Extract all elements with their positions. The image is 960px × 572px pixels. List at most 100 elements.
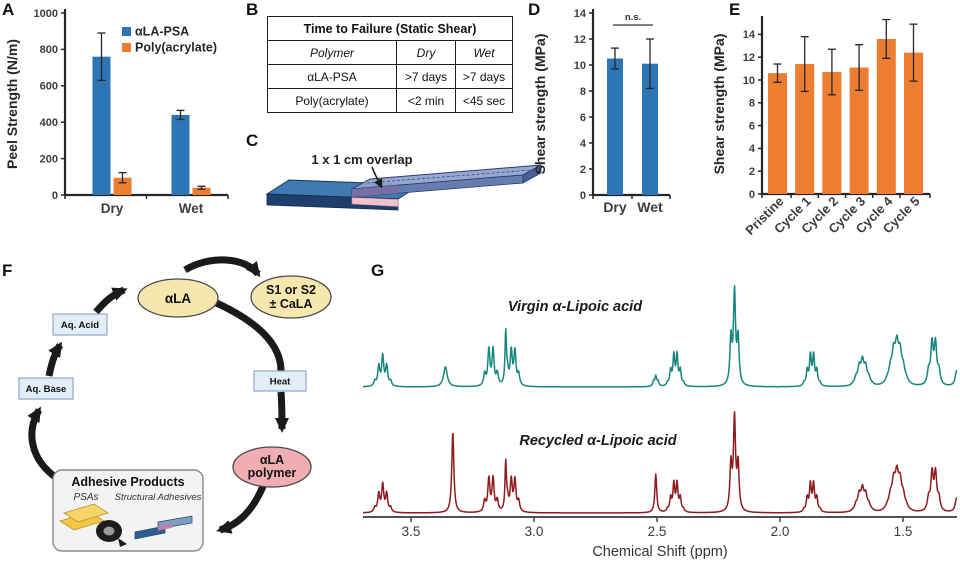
y-tick-label: 14 (574, 8, 587, 20)
bar (192, 187, 211, 195)
panel-label-d: D (528, 0, 541, 19)
arrow-ala-to-s1 (183, 256, 261, 278)
legend-label: αLA-PSA (135, 25, 189, 39)
table-cell: <45 sec (455, 88, 513, 113)
panel-label-e: E (729, 0, 741, 19)
y-tick-label: 0 (52, 190, 58, 202)
overlap-region (352, 185, 398, 197)
table-cell: αLA-PSA (267, 64, 397, 89)
table-row: αLA-PSA >7 days >7 days (267, 64, 513, 89)
y-tick-label: 0 (580, 190, 586, 202)
adhesive-layer (351, 197, 399, 207)
legend-swatch (122, 27, 131, 36)
table-cell: Poly(acrylate) (267, 88, 397, 113)
aq-base-label: Aq. Base (26, 384, 67, 395)
bar (92, 56, 111, 196)
s1-s2-node-label-1: S1 or S2 (266, 283, 316, 297)
tape-roll-icon (103, 526, 115, 536)
time-to-failure-table: Time to Failure (Static Shear) Polymer D… (267, 16, 513, 113)
y-tick-label: 4 (580, 138, 587, 150)
spectrum-label: Virgin α-Lipoic acid (508, 299, 643, 315)
bar (642, 63, 658, 196)
y-tick-label: 12 (743, 52, 755, 64)
lap-shear-diagram: 1 x 1 cm overlap (265, 152, 542, 211)
y-tick-label: 10 (743, 75, 755, 87)
tape-roll-icon (118, 538, 127, 547)
psas-label: PSAs (73, 492, 98, 503)
y-tick-label: 600 (40, 81, 58, 93)
ns-label: n.s. (625, 12, 641, 23)
bar (876, 38, 896, 195)
panel-label-b: B (246, 0, 259, 19)
panel-label-a: A (2, 0, 15, 19)
nmr-spectrum (362, 411, 958, 514)
x-category-label: Dry (101, 201, 124, 216)
top-substrate-end (522, 164, 542, 184)
aq-base-box (18, 377, 74, 400)
y-tick-label: 0 (749, 189, 755, 201)
ala-polymer-label-2: polymer (248, 466, 297, 480)
structural-adhesives-label: Structural Adhesives (115, 492, 202, 503)
panel-label-g: G (371, 261, 385, 280)
y-tick-label: 10 (574, 60, 586, 72)
table-cell: <2 min (396, 88, 456, 113)
ala-node (137, 278, 219, 318)
bar (795, 64, 815, 194)
y-tick-label: 200 (40, 153, 58, 165)
y-tick-label: 12 (574, 34, 586, 46)
table-cell: >7 days (455, 64, 513, 89)
overlap-dashed-line (366, 169, 532, 184)
y-tick-label: 400 (40, 117, 58, 129)
bar (171, 114, 190, 195)
x-tick-label: 2.5 (648, 524, 667, 539)
y-tick-label: 6 (580, 112, 586, 124)
x-category-label: Wet (637, 199, 663, 215)
legend-swatch (122, 43, 131, 52)
legend-label: Poly(acrylate) (135, 41, 217, 55)
arrow-heat-to-polymer (274, 391, 289, 433)
table-row: Poly(acrylate) <2 min <45 sec (267, 88, 513, 113)
ala-polymer-label-1: αLA (260, 453, 284, 467)
adhesive-products-title: Adhesive Products (71, 475, 184, 489)
arrow-acid-to-ala (93, 286, 128, 315)
y-tick-label: 1000 (34, 8, 58, 20)
s1-s2-node (250, 275, 332, 319)
table-header-wet: Wet (455, 40, 513, 65)
y-axis-title: Shear strength (MPa) (532, 34, 548, 175)
x-category-label: Wet (179, 201, 204, 216)
y-tick-label: 14 (743, 29, 756, 41)
y-tick-label: 8 (580, 86, 586, 98)
heat-label: Heat (270, 377, 291, 388)
bar (607, 58, 623, 195)
bar (904, 52, 923, 194)
sticky-notes-icon (63, 503, 109, 523)
x-tick-label: 2.0 (771, 524, 790, 539)
ala-node-label: αLA (165, 291, 192, 306)
x-tick-label: 3.0 (525, 524, 544, 539)
bar (822, 72, 842, 194)
y-tick-label: 2 (580, 164, 586, 176)
heat-box (253, 370, 307, 392)
arrow-polymer-to-products (216, 482, 268, 534)
ala-polymer-node (232, 446, 312, 488)
y-tick-label: 800 (40, 44, 58, 56)
s1-s2-node-label-2: ± CaLA (270, 297, 313, 311)
y-tick-label: 6 (749, 120, 755, 132)
overlap-arrow (371, 166, 383, 189)
y-axis-title: Peel Strength (N/m) (4, 39, 20, 169)
table-cell: >7 days (396, 64, 456, 89)
y-tick-label: 8 (749, 98, 755, 110)
bar (768, 73, 787, 194)
y-tick-label: 2 (749, 166, 755, 178)
arrow-products-to-base (27, 406, 61, 482)
table-header-dry: Dry (396, 40, 456, 65)
arrow-base-to-acid (45, 341, 63, 377)
table-title: Time to Failure (Static Shear) (267, 16, 513, 41)
y-tick-label: 4 (749, 143, 756, 155)
y-axis-title: Shear strength (MPa) (711, 34, 727, 175)
